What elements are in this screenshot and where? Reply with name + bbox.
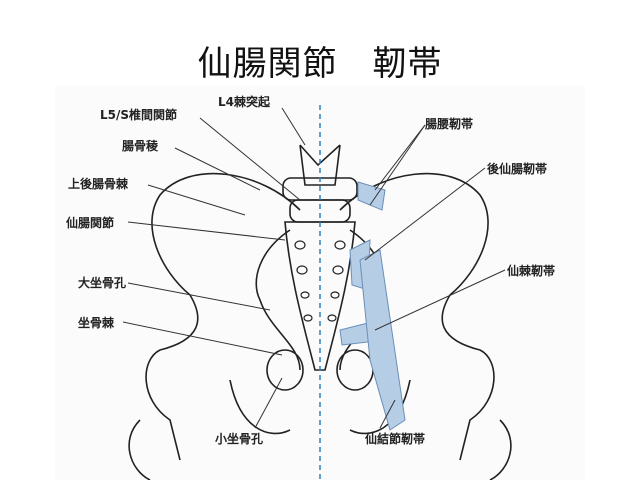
left-ilium: [145, 172, 301, 461]
label-iliolumbar: 腸腰靭帯: [425, 117, 474, 131]
ligaments: [339, 181, 406, 431]
label-lesser-sciatic: 小坐骨孔: [215, 432, 264, 446]
sacrum: [284, 221, 356, 371]
iliolumbar-ligament: [357, 181, 386, 211]
label-ischial-spine: 坐骨棘: [78, 316, 115, 330]
label-l4-spinous: L4棘突起: [218, 95, 270, 109]
label-post-si-lig: 後仙腸靭帯: [487, 162, 548, 176]
label-l5s-facet: L5/S椎間関節: [100, 108, 178, 122]
right-ilium: [339, 172, 495, 461]
label-sacrospinous: 仙棘靭帯: [507, 264, 556, 278]
label-iliac-crest: 腸骨稜: [122, 139, 159, 153]
slide-title: 仙腸関節 靭帯: [197, 44, 443, 84]
label-greater-sciatic: 大坐骨孔: [78, 276, 127, 290]
label-si-joint: 仙腸関節: [66, 216, 115, 230]
label-psis: 上後腸骨棘: [68, 177, 129, 191]
label-sacrotuberous: 仙結節靭帯: [365, 432, 426, 446]
